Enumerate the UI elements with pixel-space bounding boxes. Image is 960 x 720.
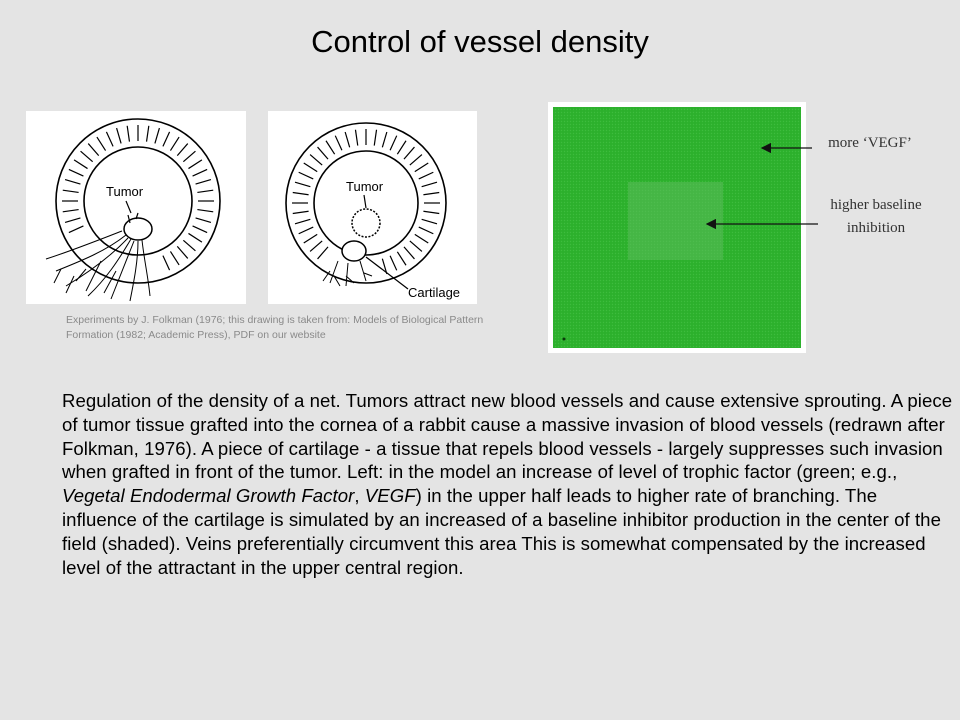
cornea-hatch-line: [195, 179, 212, 185]
figure-cartilage-drawing: Tumor Cartilage: [268, 111, 477, 304]
cornea-hatch-line: [188, 232, 203, 243]
cornea-hatch-line: [145, 125, 150, 142]
cornea-hatch-line: [309, 154, 323, 166]
figure-caption: Experiments by J. Folkman (1976; this dr…: [66, 314, 484, 341]
body-text-part1: Regulation of the density of a net. Tumo…: [62, 390, 953, 483]
cornea-hatch-line: [176, 245, 189, 259]
cornea-hatch-line: [344, 131, 351, 148]
cornea-hatch-line: [423, 191, 440, 196]
simulation-field: [553, 107, 801, 348]
annotation-inhibition-line1: higher baseline: [830, 197, 922, 213]
body-paragraph: Regulation of the density of a net. Tumo…: [62, 389, 954, 579]
cornea-hatch-line: [197, 208, 214, 213]
cornea-hatch-line: [418, 171, 434, 180]
annotation-more-vegf: more ‘VEGF’: [828, 135, 912, 151]
body-text-part3: ) in the upper half leads to higher rate…: [62, 485, 941, 578]
body-text-italic-vegf: VEGF: [364, 485, 416, 507]
cornea-hatch-line: [116, 127, 122, 144]
cornea-hatch-line: [334, 135, 343, 151]
figure-tumor-drawing: Tumor: [26, 111, 246, 304]
cornea-hatch-line: [62, 208, 79, 213]
cornea-tumor-illustration: Tumor: [45, 118, 221, 302]
cornea-hatch-line: [317, 146, 329, 160]
cornea-hatch-line: [354, 129, 359, 146]
simulation-panel: [548, 102, 806, 353]
cornea-hatch-line: [176, 143, 189, 157]
cornea-hatch-line: [396, 251, 407, 266]
cornea-hatch-line: [409, 154, 423, 166]
cornea-hatch-line: [309, 240, 323, 252]
cornea-hatch-line: [423, 210, 440, 215]
cornea-hatch-line: [414, 233, 429, 244]
cornea-hatch-line: [68, 225, 84, 234]
cornea-hatch-line: [162, 255, 171, 271]
cornea-hatch-line: [192, 168, 208, 177]
cornea-hatch-line: [62, 189, 79, 194]
cornea-hatch-line: [381, 258, 388, 275]
inhibition-zone: [628, 182, 723, 260]
cornea-hatch-line: [182, 239, 196, 252]
cornea-cartilage-illustration: Tumor Cartilage: [285, 122, 460, 300]
cornea-hatch-line: [197, 189, 214, 194]
cornea-hatch-line: [303, 162, 318, 173]
cornea-hatch-line: [64, 179, 81, 185]
cornea-hatch-line: [294, 181, 311, 188]
cornea-hatch-line: [389, 135, 398, 151]
cornea-hatch-line: [96, 136, 107, 151]
cornea-hatch-line: [409, 240, 423, 252]
label-cartilage: Cartilage: [408, 285, 460, 300]
cornea-hatch-line: [421, 218, 438, 225]
cornea-hatch-line: [396, 140, 407, 155]
cornea-hatch-line: [317, 246, 329, 260]
cornea-hatch-line: [162, 131, 171, 147]
cornea-hatch-line: [126, 125, 131, 142]
annotation-higher-inhibition: higher baseline inhibition: [806, 194, 946, 240]
cornea-hatch-line: [154, 127, 160, 144]
cornea-hatch-line: [80, 150, 94, 163]
cornea-hatch-line: [294, 218, 311, 225]
cornea-hatch-line: [389, 255, 398, 271]
label-tumor-mid: Tumor: [346, 179, 384, 194]
body-text-part2: ,: [354, 485, 365, 507]
cornea-hatch-line: [68, 168, 84, 177]
cornea-hatch-line: [73, 159, 88, 170]
cornea-hatch-line: [105, 131, 114, 147]
body-text-italic-vegf-full: Vegetal Endodermal Growth Factor: [62, 485, 355, 507]
cornea-hatch-line: [292, 191, 309, 196]
cornea-hatch-line: [381, 131, 388, 148]
cornea-hatch-line: [169, 136, 180, 151]
cornea-hatch-line: [87, 143, 100, 157]
cornea-hatch-line: [303, 233, 318, 244]
cornea-hatch-line: [195, 217, 212, 223]
seed-point: [562, 337, 566, 341]
cornea-hatch-line: [414, 162, 429, 173]
slide-title: Control of vessel density: [311, 24, 649, 59]
label-tumor-left: Tumor: [106, 184, 144, 199]
cornea-hatch-line: [421, 181, 438, 188]
cornea-hatch-line: [298, 226, 314, 235]
cornea-hatch-line: [192, 225, 208, 234]
cornea-hatch-line: [169, 251, 180, 266]
cornea-hatch-line: [373, 129, 378, 146]
cornea-hatch-line: [403, 246, 415, 260]
cornea-hatch-line: [298, 171, 314, 180]
cornea-hatch-line: [182, 150, 196, 163]
cornea-hatch-line: [292, 210, 309, 215]
cornea-hatch-line: [403, 146, 415, 160]
annotation-inhibition-line2: inhibition: [846, 220, 906, 236]
cornea-hatch-line: [64, 217, 81, 223]
cornea-hatch-line: [325, 140, 336, 155]
cornea-hatch-line: [418, 226, 434, 235]
cornea-hatch-line: [188, 159, 203, 170]
